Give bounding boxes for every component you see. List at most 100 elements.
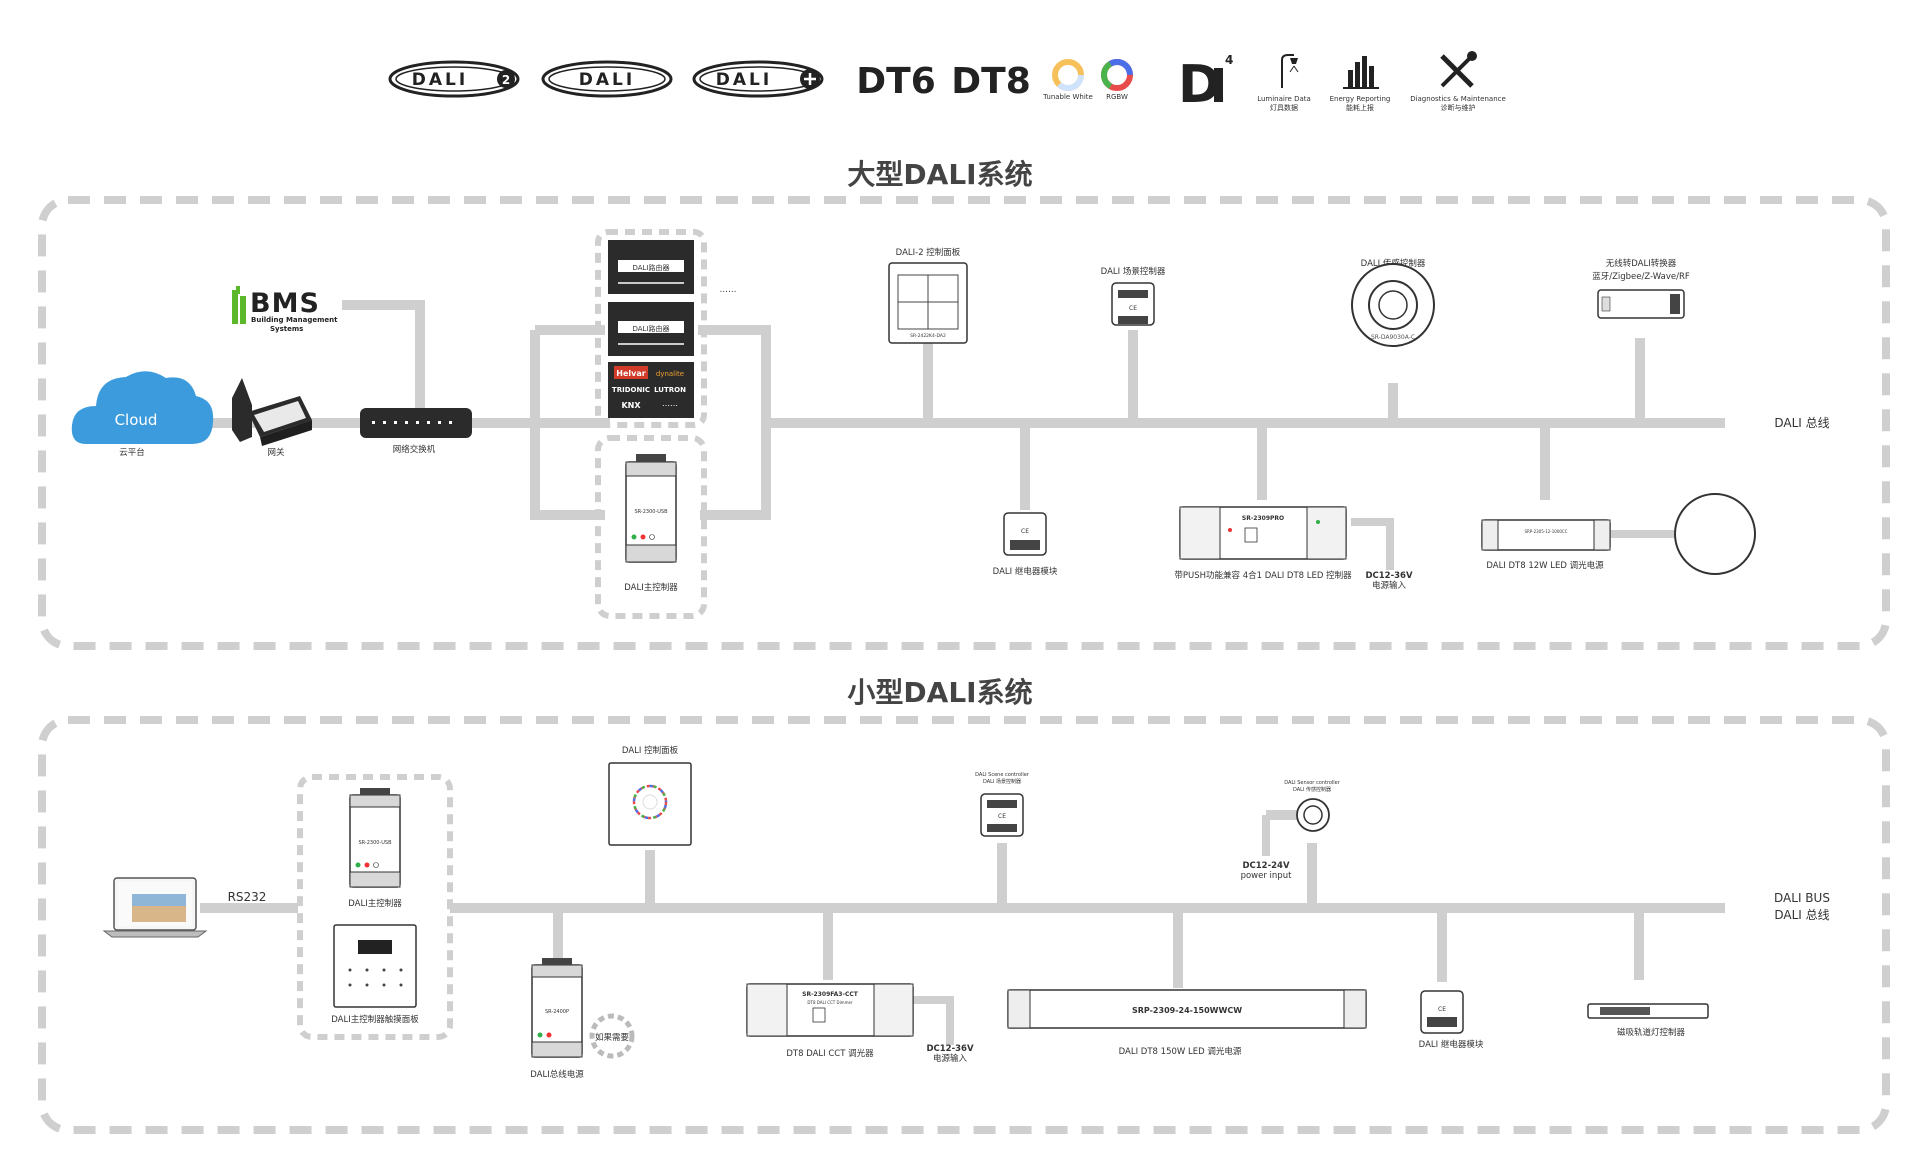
dc24-label: DC12-24V (1242, 861, 1289, 871)
router-1-label: DALI路由器 (632, 263, 669, 272)
knx-logo: KNX (621, 401, 641, 410)
small-master-label: DALI主控制器 (348, 898, 402, 909)
optional-marker (589, 1013, 635, 1059)
dali2-badge: 2 (502, 73, 510, 87)
svg-text:CE: CE (1129, 305, 1137, 312)
small-wiring (200, 810, 1725, 1045)
router-group-frame (595, 229, 707, 428)
small-sensor-label-cn: DALI 传感控制器 (1293, 786, 1331, 793)
energy-reporting-icon (1343, 56, 1379, 89)
dt8-cct-dimmer: SR-2309FA3-CCT DT8 DALI CCT Dimmer (746, 983, 914, 1037)
master-touch-panel (333, 924, 417, 1008)
dali2-control-panel: SR-2422K4-DA2 (888, 262, 968, 344)
tools-icon (1440, 51, 1477, 88)
master-label: DALI主控制器 (624, 582, 678, 593)
small-bus-label-en: DALI BUS (1774, 891, 1830, 905)
bms-text: BMS (250, 288, 320, 319)
touch-panel-label: DALI主控制器触摸面板 (331, 1014, 419, 1025)
big-driver-label: DALI DT8 150W LED 调光电源 (1119, 1046, 1242, 1057)
bms-logo: BMS Building Management Systems (232, 286, 338, 333)
driver-model: SRP-2305-12-1000CC (1524, 529, 1567, 534)
push-label: 带PUSH功能兼容 4合1 DALI DT8 LED 控制器 (1174, 570, 1352, 581)
d4i-letter: D (1178, 55, 1221, 115)
magnetic-track-controller (1587, 1003, 1709, 1019)
gateway-device (232, 378, 312, 446)
small-scene-label-en: DALI Scene controller (975, 772, 1030, 778)
plus-icon (804, 73, 816, 85)
gateway-label: 网关 (267, 447, 285, 458)
rs232-label: RS232 (228, 890, 267, 904)
small-bus-label-cn: DALI 总线 (1774, 908, 1829, 922)
dali2-logo: DALI 2 (388, 60, 520, 98)
router-ellipsis: …… (720, 285, 737, 295)
dt8-label: DT8 (951, 61, 1031, 102)
network-switch (360, 408, 472, 438)
dali-scene-controller: CE (1111, 282, 1155, 326)
dali-sensor-controller: SR-DA9030A-C (1351, 263, 1435, 347)
psu-optional-label: 如果需要 (595, 1032, 630, 1043)
dali-master-controller: SR-2300-USB (625, 454, 677, 563)
cct-dc-label: DC12-36V (926, 1044, 973, 1054)
header-logos: DALI 2 DALI DALI DT6 DT8 Tunable White (388, 51, 1506, 115)
cct-dc-label-cn: 电源输入 (933, 1053, 968, 1064)
dali-logo: DALI (541, 60, 673, 98)
dt8-12w-driver: SRP-2305-12-1000CC (1481, 519, 1611, 551)
router-2-label: DALI路由器 (632, 324, 669, 333)
dynalite-logo: dynalite (656, 370, 684, 378)
svg-text:CE: CE (1438, 1006, 1446, 1013)
small-sensor-label-en: DALI Sensor controller (1284, 780, 1341, 786)
small-sensor-controller (1296, 798, 1330, 832)
rgbw-label: RGBW (1106, 93, 1128, 101)
daliplus-text: DALI (716, 70, 772, 90)
cct-model: SR-2309FA3-CCT (802, 991, 859, 998)
cloud-label: 云平台 (119, 447, 145, 458)
driver-label: DALI DT8 12W LED 调光电源 (1486, 560, 1604, 571)
luminaire-data-icon (1281, 54, 1299, 88)
cloud-text: Cloud (115, 411, 158, 429)
daliplus-logo: DALI (692, 60, 824, 98)
large-system-frame (38, 196, 1890, 650)
d4i-superscript: 4 (1225, 53, 1233, 67)
small-system-title: 小型DALI系统 (847, 676, 1032, 709)
large-bus-label: DALI 总线 (1774, 416, 1829, 430)
wireless-label-2: 蓝牙/Zigbee/Z-Wave/RF (1592, 271, 1690, 282)
scene-label: DALI 场景控制器 (1101, 266, 1166, 277)
wireless-dali-converter (1597, 289, 1685, 319)
luminaire-data-label: Luminaire Data (1257, 95, 1311, 103)
lutron-logo: LUTRON (654, 386, 686, 394)
small-relay-label: DALI 继电器模块 (1419, 1039, 1484, 1050)
luminaire-data-label-cn: 灯具数据 (1270, 103, 1298, 112)
relay-label: DALI 继电器模块 (993, 566, 1058, 577)
big-driver-model: SRP-2309-24-150WWCW (1132, 1006, 1242, 1015)
energy-reporting-label-cn: 能耗上报 (1346, 103, 1374, 112)
push-dc-label-cn: 电源输入 (1372, 580, 1407, 591)
track-label: 磁吸轨道灯控制器 (1617, 1027, 1686, 1038)
color-wheel-panel (608, 762, 692, 846)
panel-label: DALI-2 控制面板 (896, 247, 961, 258)
small-panel-label: DALI 控制面板 (622, 745, 679, 756)
small-relay-module: CE (1420, 990, 1464, 1034)
dali-router-1: DALI路由器 (608, 240, 694, 294)
svg-text:CE: CE (998, 813, 1006, 820)
tunable-white-label: Tunable White (1042, 93, 1093, 101)
cloud-platform: Cloud (71, 371, 214, 444)
dali-bus-psu: SR-2400P (531, 958, 583, 1058)
diagnostics-label-cn: 诊断与维护 (1441, 103, 1476, 112)
sensor-model: SR-DA9030A-C (1371, 334, 1415, 341)
master-group-frame (595, 435, 707, 619)
led-luminaire (1674, 493, 1756, 575)
energy-reporting-label: Energy Reporting (1330, 95, 1391, 103)
dt8-150w-driver: SRP-2309-24-150WWCW (1007, 989, 1367, 1029)
psu-model: SR-2400P (545, 1009, 569, 1015)
tridonic-logo: TRIDONIC (612, 386, 650, 394)
push-dc-label: DC12-36V (1365, 571, 1412, 581)
brands-more: …… (662, 399, 678, 408)
push-dt8-controller: SR-2309PRO (1179, 506, 1347, 560)
large-system-title: 大型DALI系统 (847, 158, 1032, 191)
psu-label: DALI总线电源 (530, 1069, 584, 1080)
cloud-icon (71, 371, 214, 444)
dali-text: DALI (579, 70, 635, 90)
bms-sub-2: Systems (270, 325, 303, 333)
dali-relay-module: CE (1003, 512, 1047, 556)
